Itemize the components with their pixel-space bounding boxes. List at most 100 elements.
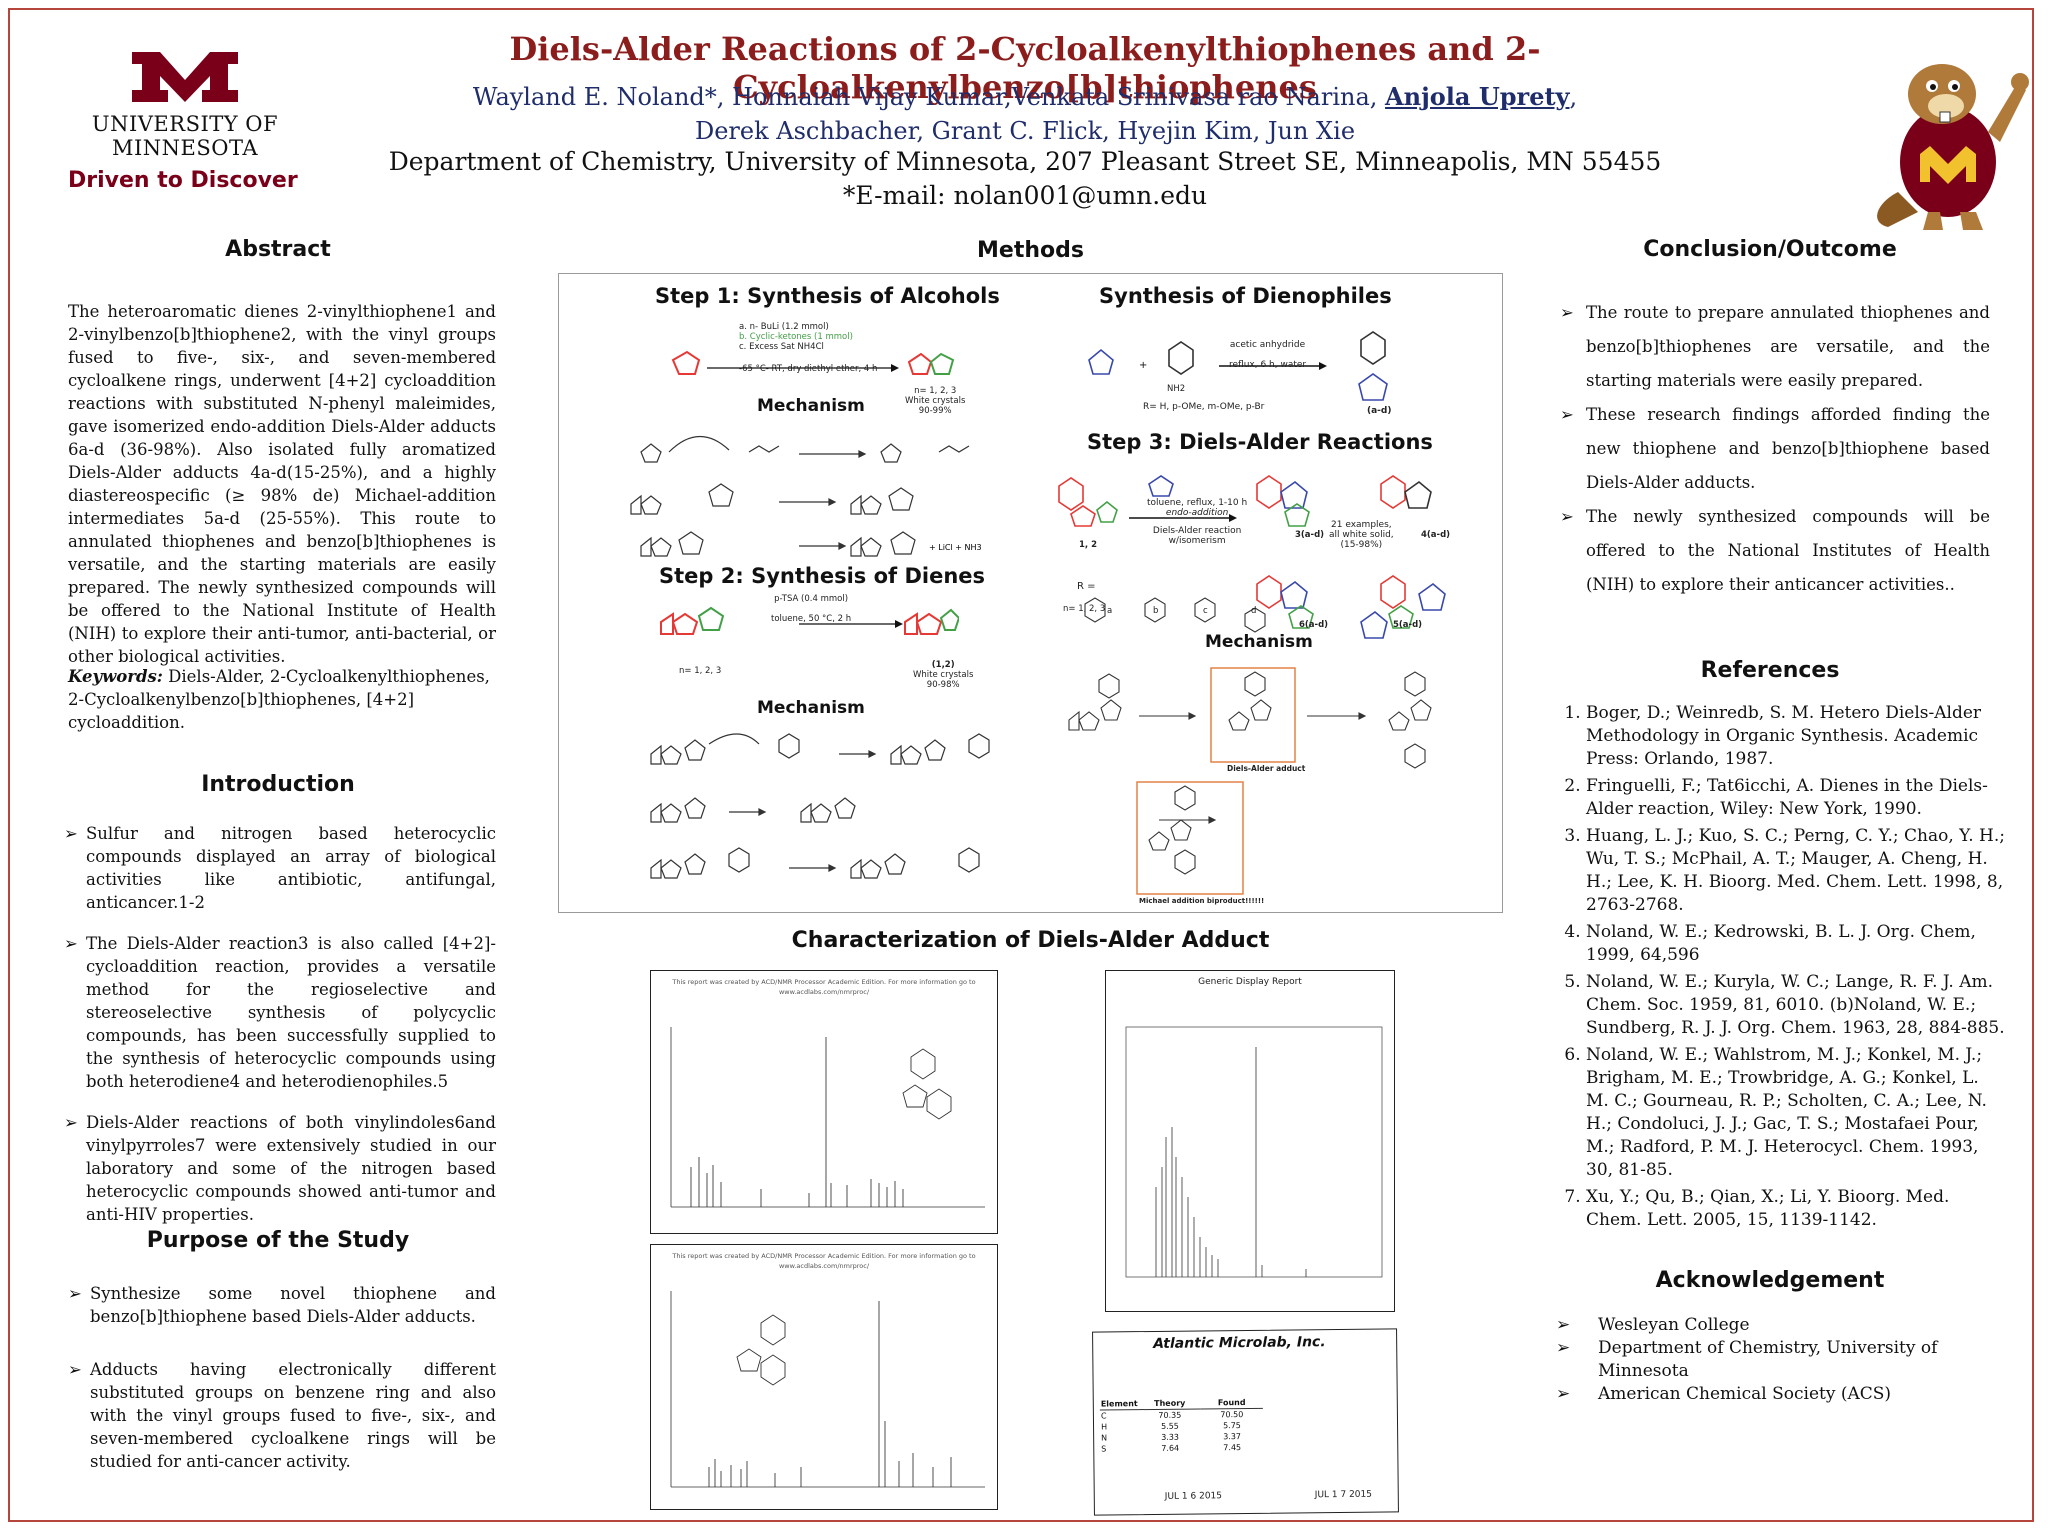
compound-label: 3(a-d) [1295, 530, 1325, 540]
characterization-heading: Characterization of Diels-Alder Adduct [791, 928, 1270, 953]
methods-box: Step 1: Synthesis of Alcohols a. n- BuLi… [558, 273, 1503, 913]
table-header: Element [1100, 1399, 1138, 1409]
svg-text:+: + [1139, 360, 1147, 371]
university-tagline: Driven to Discover [68, 168, 298, 193]
condition: toluene, 50 °C, 2 h [771, 614, 852, 624]
step2-scheme [660, 606, 959, 635]
acknowledgement-item: ➢ Department of Chemistry, University of … [1556, 1337, 2016, 1383]
conclusion-heading: Conclusion/Outcome [1643, 237, 1897, 262]
bullet-text: Diels-Alder reactions of both vinylindol… [86, 1113, 496, 1224]
authors-line-2: Derek Aschbacher, Grant C. Flick, Hyejin… [694, 117, 1356, 145]
nmr-report-header: This report was created by ACD/NMR Proce… [672, 978, 976, 996]
proton-nmr-plot [670, 1027, 985, 1208]
bullet-text: Sulfur and nitrogen based heterocyclic c… [86, 824, 496, 912]
condition: w/isomerism [1168, 536, 1226, 546]
step3-examples: 21 examples, all white solid, (15-98%) [1329, 520, 1394, 550]
conclusion-bullet: ➢The route to prepare annulated thiophen… [1560, 296, 1990, 398]
reference-item: Noland, W. E.; Kedrowski, B. L. J. Org. … [1586, 921, 2006, 967]
product-note: White crystals [913, 670, 974, 680]
purpose-heading: Purpose of the Study [146, 1228, 410, 1253]
example-note: 21 examples, [1331, 520, 1392, 530]
acknowledgement-text: Department of Chemistry, University of M… [1598, 1338, 1938, 1381]
example-note: (15-98%) [1340, 540, 1383, 550]
condition: endo-addition [1165, 508, 1229, 518]
substituent-label: a [1107, 606, 1113, 616]
microlab-title: Atlantic Microlab, Inc. [1153, 1334, 1326, 1352]
step2-n-label: n= 1, 2, 3 [679, 666, 722, 676]
bullet-text: The newly synthesized compounds will be … [1586, 507, 1990, 594]
substituent-label: c [1203, 606, 1208, 616]
umn-m-icon [132, 52, 238, 102]
nmr-report-header: This report was created by ACD/NMR Proce… [672, 1252, 976, 1270]
introduction-bullet: ➢ Sulfur and nitrogen based heterocyclic … [64, 822, 496, 914]
compound-label: 4(a-d) [1421, 530, 1451, 540]
step3-mechanism-heading: Mechanism [1205, 632, 1313, 652]
step1-scheme [671, 350, 955, 375]
affiliation: Department of Chemistry, University of M… [330, 145, 1720, 213]
step1-heading: Step 1: Synthesis of Alcohols [655, 284, 1000, 308]
conclusion-list: ➢The route to prepare annulated thiophen… [1560, 296, 1990, 602]
svg-text:+ LiCl + NH3: + LiCl + NH3 [929, 543, 982, 552]
reference-item: Boger, D.; Weinredb, S. M. Hetero Diels-… [1586, 702, 2006, 771]
condition: toluene, reflux, 1-10 h [1147, 498, 1248, 508]
table-cell: 3.37 [1223, 1432, 1242, 1442]
condition: Diels-Alder reaction [1152, 526, 1242, 536]
table-header: Found [1217, 1397, 1246, 1408]
mass-spectrum-plot [1125, 1026, 1383, 1278]
arrow-bullet-icon: ➢ [64, 824, 78, 843]
product-note: 90-99% [918, 406, 952, 416]
step2-product: (1,2) White crystals 90-98% [913, 660, 973, 690]
received-date: JUL 1 6 2015 [1164, 1491, 1223, 1502]
condition: c. Excess Sat NH4Cl [739, 342, 824, 352]
compound-label: 1, 2 [1079, 540, 1098, 550]
table-cell: 70.35 [1158, 1410, 1182, 1420]
table-cell: S [1101, 1444, 1107, 1454]
arrow-bullet-icon: ➢ [64, 1113, 78, 1132]
goldy-gopher-mascot-icon [1877, 64, 2029, 230]
step3-mechanism-scheme [1068, 667, 1432, 895]
university-name: University of Minnesota [91, 112, 279, 160]
conclusion-bullet: ➢These research findings afforded findin… [1560, 398, 1990, 500]
step1-mechanism-heading: Mechanism [757, 396, 865, 416]
acknowledgement-item: ➢ American Chemical Society (ACS) [1556, 1383, 2016, 1406]
purpose-list: ➢ Synthesize some novel thiophene and ben… [68, 1282, 496, 1491]
arrow-bullet-icon: ➢ [1556, 1384, 1571, 1404]
arrow-bullet-icon: ➢ [68, 1360, 82, 1379]
dienophile-conditions: acetic anhydride reflux, 6 h, water [1229, 340, 1306, 370]
arrow-bullet-icon: ➢ [1560, 303, 1574, 322]
keywords-text: Diels-Alder, 2-Cycloalkenylthiophenes, 2… [68, 667, 490, 732]
table-cell: 70.50 [1220, 1410, 1244, 1420]
condition: p-TSA (0.4 mmol) [774, 594, 849, 604]
bullet-text: Synthesize some novel thiophene and benz… [90, 1284, 496, 1326]
arrow-bullet-icon: ➢ [1560, 507, 1574, 526]
presenter-name: Anjola Uprety [1385, 82, 1570, 111]
author-list: Wayland E. Noland*, Honnaiah Vijay Kumar… [472, 82, 1578, 145]
reference-item: Fringuelli, F.; Tat6icchi, A. Dienes in … [1586, 775, 2006, 821]
carbon-nmr-plot [670, 1291, 985, 1488]
acknowledgement-text: American Chemical Society (ACS) [1598, 1384, 1892, 1404]
condition: -65 °C- RT, dry diethyl ether, 4 h [739, 364, 878, 374]
keywords: Keywords: Diels-Alder, 2-Cycloalkenylthi… [68, 665, 496, 734]
introduction-list: ➢ Sulfur and nitrogen based heterocyclic … [64, 822, 496, 1244]
michael-label: Michael addition biproduct!!!!!! [1139, 897, 1265, 905]
step2-mechanism-scheme [650, 733, 990, 879]
acknowledgement-text: Wesleyan College [1598, 1315, 1750, 1335]
bullet-text: Adducts having electronically different … [90, 1360, 496, 1471]
dienophile-nh2: NH2 [1167, 384, 1186, 394]
completed-date: JUL 1 7 2015 [1314, 1489, 1373, 1501]
bullet-text: These research findings afforded finding… [1586, 405, 1990, 492]
step1-product: n= 1, 2, 3 White crystals 90-99% [905, 386, 965, 416]
arrow-bullet-icon: ➢ [1556, 1338, 1571, 1358]
condition: reflux, 6 h, water [1229, 360, 1307, 370]
acknowledgement-list: ➢ Wesleyan College ➢ Department of Chemist… [1556, 1314, 2016, 1406]
dienophile-scheme: + [1088, 331, 1388, 401]
r-group-label: R = [1077, 581, 1096, 592]
table-cell: 7.64 [1161, 1443, 1180, 1453]
arrow-bullet-icon: ➢ [1556, 1315, 1571, 1335]
example-note: all white solid, [1329, 530, 1394, 540]
table-cell: C [1100, 1411, 1107, 1421]
keywords-label: Keywords: [68, 667, 163, 686]
elemental-analysis-report: Atlantic Microlab, Inc. Element Theory F… [1092, 1328, 1399, 1516]
condition: a. n- BuLi (1.2 mmol) [739, 322, 829, 332]
table-cell: 5.55 [1161, 1421, 1179, 1431]
